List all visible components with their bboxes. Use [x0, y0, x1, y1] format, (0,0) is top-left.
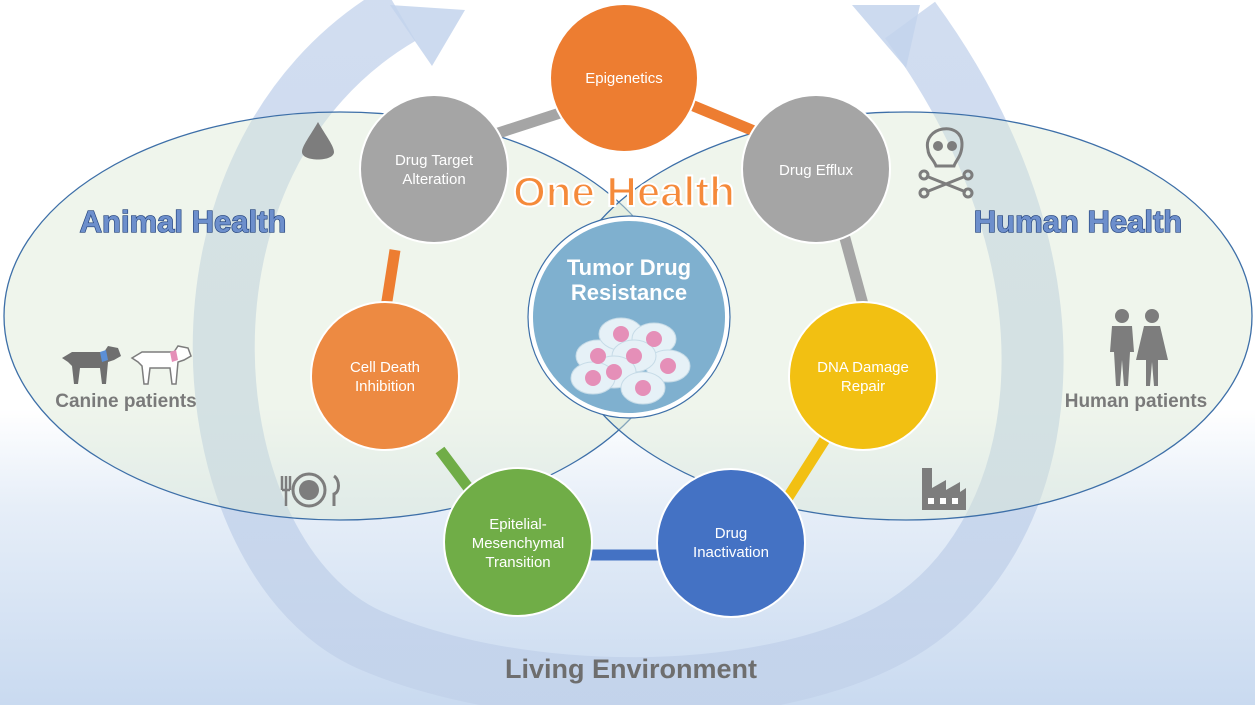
- plate-cutlery-icon: [280, 472, 340, 508]
- node-label: Inactivation: [693, 544, 769, 561]
- dog-icon: [62, 346, 121, 384]
- canine-patients-label: Canine patients: [55, 391, 196, 412]
- human-patients-label: Human patients: [1065, 391, 1208, 412]
- cells-icon: [570, 317, 691, 405]
- living-environment-label: Living Environment: [505, 654, 757, 684]
- node-label: Alteration: [402, 171, 465, 188]
- node-label: Epitelial-: [489, 516, 547, 533]
- factory-icon: [922, 468, 966, 510]
- one-health-title: One Health: [513, 168, 735, 215]
- node-label: Epigenetics: [585, 70, 663, 87]
- node-label: Mesenchymal: [472, 535, 565, 552]
- node-label: Transition: [485, 554, 550, 571]
- human-health-title: Human Health: [974, 204, 1182, 239]
- node-label: Inhibition: [355, 378, 415, 395]
- node-dna-damage-repair: DNA Damage Repair: [788, 301, 938, 451]
- node-label: Drug Efflux: [779, 162, 853, 179]
- skull-crossbones-icon: [918, 127, 974, 199]
- people-icon: [1110, 309, 1168, 386]
- node-epithelial-mesenchymal-transition: Epitelial- Mesenchymal Transition: [443, 467, 593, 617]
- node-label: Drug Target: [395, 152, 474, 169]
- animal-health-title: Animal Health: [80, 204, 287, 239]
- node-label: Repair: [841, 378, 885, 395]
- center-label-line2: Resistance: [571, 280, 687, 305]
- node-epigenetics: Epigenetics: [549, 3, 699, 153]
- water-drop-icon: [302, 122, 334, 160]
- node-drug-target-alteration: Drug Target Alteration: [359, 94, 509, 244]
- dog-icon: [130, 345, 192, 385]
- node-label: Cell Death: [350, 359, 420, 376]
- node-label: Drug: [715, 525, 748, 542]
- center-label-line1: Tumor Drug: [567, 255, 691, 280]
- node-drug-efflux: Drug Efflux: [741, 94, 891, 244]
- node-label: DNA Damage: [817, 359, 909, 376]
- center-tumor-drug-resistance: Tumor Drug Resistance: [527, 215, 731, 419]
- node-drug-inactivation: Drug Inactivation: [656, 468, 806, 618]
- living-environment-arc: [192, 0, 1064, 705]
- node-cell-death-inhibition: Cell Death Inhibition: [310, 301, 460, 451]
